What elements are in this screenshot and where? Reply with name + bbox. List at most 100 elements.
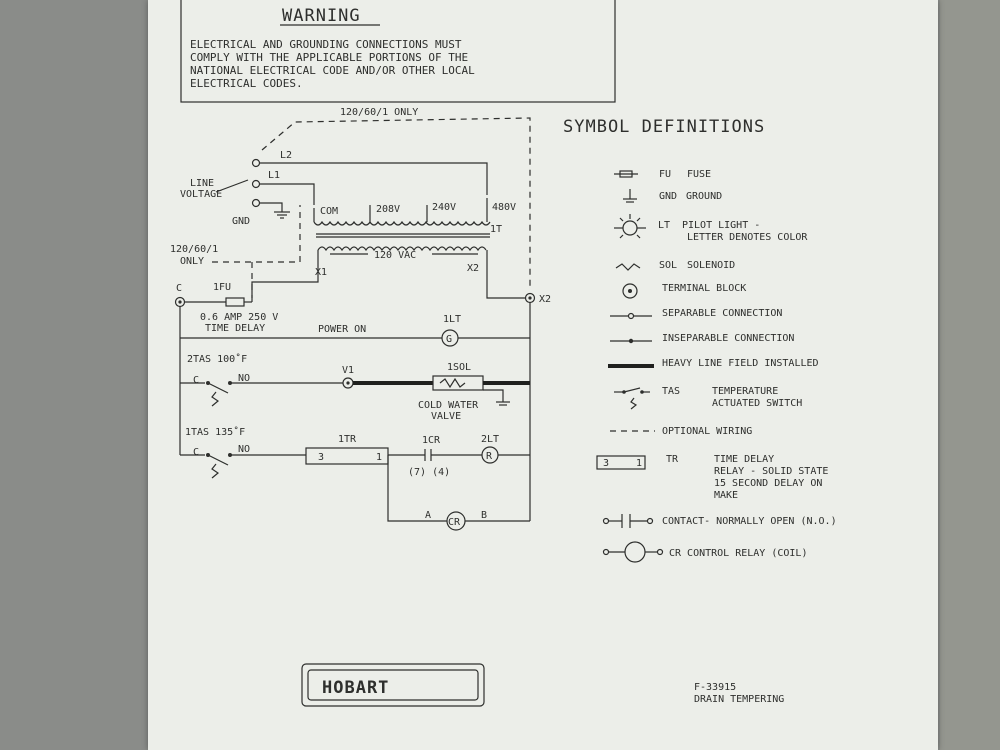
symbol-code-tr: TR xyxy=(666,454,679,465)
symbol-desc4-tr: MAKE xyxy=(714,490,738,501)
terminal-v1-center xyxy=(346,381,350,385)
label-1sol: 1SOL xyxy=(447,362,471,373)
symbol-code-sol: SOL xyxy=(659,260,677,271)
label-line-voltage-1: LINE xyxy=(190,178,214,189)
symbols-title: SYMBOL DEFINITIONS xyxy=(563,117,765,137)
symbol-time-delay-relay-icon xyxy=(596,455,646,470)
label-1lt: 1LT xyxy=(443,314,461,325)
warning-title: WARNING xyxy=(282,6,361,26)
symbol-desc-heavy: HEAVY LINE FIELD INSTALLED xyxy=(662,358,819,369)
symbol-desc-separable: SEPARABLE CONNECTION xyxy=(662,308,782,319)
symbol-definitions: SYMBOL DEFINITIONS FU FUSE GND GROUND LT… xyxy=(563,117,837,563)
symbol-coil-term-r xyxy=(656,548,664,556)
label-power-on: POWER ON xyxy=(318,324,366,335)
symbol-desc-coil: CR CONTROL RELAY (COIL) xyxy=(669,548,807,559)
symbol-control-relay-icon xyxy=(624,541,646,563)
symbol-tr-box-3: 3 xyxy=(603,458,609,469)
label-cr: CR xyxy=(448,517,461,528)
label-g: G xyxy=(446,334,452,345)
terminal-x2-center xyxy=(528,296,532,300)
switch-1tas-blade xyxy=(207,454,229,466)
label-gnd: GND xyxy=(232,216,250,227)
label-x2-b: X2 xyxy=(539,294,551,305)
symbol-pilot-light-icon xyxy=(622,220,638,236)
symbol-separable-icon xyxy=(627,312,635,320)
symbol-tas-icon xyxy=(623,387,641,393)
wire-l2 xyxy=(260,162,488,195)
label-r: R xyxy=(486,451,493,462)
switch-2tas-blade xyxy=(207,382,229,394)
label-2tas: 2TAS 100˚F xyxy=(187,353,247,365)
footer: HOBART F-33915 DRAIN TEMPERING xyxy=(301,663,784,707)
symbol-contact-term-l xyxy=(602,517,610,525)
symbol-inseparable-icon xyxy=(628,338,634,344)
label-x1: X1 xyxy=(315,267,327,278)
wire-sol-gnd xyxy=(483,389,504,402)
label-com: COM xyxy=(320,206,338,217)
wire-x2 xyxy=(486,250,530,299)
label-1tas: 1TAS 135˚F xyxy=(185,426,245,438)
label-1cr: 1CR xyxy=(422,435,441,446)
label-240v: 240V xyxy=(432,202,456,213)
label-1tr: 1TR xyxy=(338,434,357,445)
label-fu-rating-1: 0.6 AMP 250 V xyxy=(200,312,278,323)
symbol-tas-sensor xyxy=(630,397,638,410)
symbol-code-gnd: GND xyxy=(659,191,677,202)
warning-line-4: ELECTRICAL CODES. xyxy=(190,77,303,90)
terminal-gnd xyxy=(251,198,261,208)
label-only-2: ONLY xyxy=(180,256,204,267)
symbol-desc-inseparable: INSEPARABLE CONNECTION xyxy=(662,333,794,344)
terminal-l1 xyxy=(251,179,261,189)
symbol-desc2-tr: RELAY - SOLID STATE xyxy=(714,466,828,477)
symbol-contact-term-r xyxy=(646,517,654,525)
transformer-primary xyxy=(313,220,491,226)
background-left xyxy=(0,0,150,750)
label-120vac: 120 VAC xyxy=(374,250,416,261)
symbol-desc3-tr: 15 SECOND DELAY ON xyxy=(714,478,822,489)
symbol-pilot-ray-3 xyxy=(636,217,641,222)
symbol-desc2-tas: ACTUATED SWITCH xyxy=(712,398,802,409)
symbol-pilot-ray-5 xyxy=(636,234,641,239)
wiring-diagram: WARNING ELECTRICAL AND GROUNDING CONNECT… xyxy=(170,0,837,707)
warning-border xyxy=(180,0,616,103)
hobart-logo xyxy=(301,663,485,707)
warning-box: WARNING ELECTRICAL AND GROUNDING CONNECT… xyxy=(180,0,616,103)
symbol-code-lt: LT xyxy=(658,220,670,231)
terminal-c-center xyxy=(178,300,182,304)
label-a: A xyxy=(425,510,431,521)
label-tr-3: 3 xyxy=(318,452,324,463)
label-c1: C xyxy=(193,447,199,458)
symbol-desc-lt: PILOT LIGHT - xyxy=(682,220,760,231)
label-208v: 208V xyxy=(376,204,400,215)
hobart-logo-inner xyxy=(307,669,479,701)
schematic: 120/60/1 ONLY L2 L1 LINE VOLTAGE GND COM… xyxy=(170,107,551,531)
symbol-terminal-block-center xyxy=(628,289,632,293)
label-only-1: 120/60/1 xyxy=(170,244,218,255)
warning-line-2: COMPLY WITH THE APPLICABLE PORTIONS OF T… xyxy=(190,51,468,64)
brand-name: HOBART xyxy=(322,678,389,698)
label-line-voltage-2: VOLTAGE xyxy=(180,189,222,200)
wire-l1 xyxy=(260,183,315,205)
wire-gnd xyxy=(260,202,283,212)
switch-2tas-sensor xyxy=(211,391,220,407)
label-no2: NO xyxy=(238,373,250,384)
label-fu-rating-2: TIME DELAY xyxy=(205,323,265,334)
diagram-name: DRAIN TEMPERING xyxy=(694,694,784,705)
symbol-desc-terminal: TERMINAL BLOCK xyxy=(662,283,746,294)
label-cold-1: COLD WATER xyxy=(418,400,479,411)
symbol-desc-fu: FUSE xyxy=(687,169,711,180)
label-1fu: 1FU xyxy=(213,282,231,293)
symbol-coil-term-l xyxy=(602,548,610,556)
wiring-label-sheet: WARNING ELECTRICAL AND GROUNDING CONNECT… xyxy=(148,0,938,750)
symbol-desc-tr: TIME DELAY xyxy=(714,454,774,465)
transformer-secondary xyxy=(317,246,487,252)
label-cr-pins: (7) (4) xyxy=(408,467,450,478)
wire-tr-coil xyxy=(387,455,447,522)
label-2lt: 2LT xyxy=(481,434,499,445)
warning-line-3: NATIONAL ELECTRICAL CODE AND/OR OTHER LO… xyxy=(190,64,475,77)
label-c-main: C xyxy=(176,283,182,294)
part-number: F-33915 xyxy=(694,682,736,693)
symbol-desc-sol: SOLENOID xyxy=(687,260,735,271)
label-cold-2: VALVE xyxy=(431,411,461,422)
symbol-desc-contact: CONTACT- NORMALLY OPEN (N.O.) xyxy=(662,516,837,527)
